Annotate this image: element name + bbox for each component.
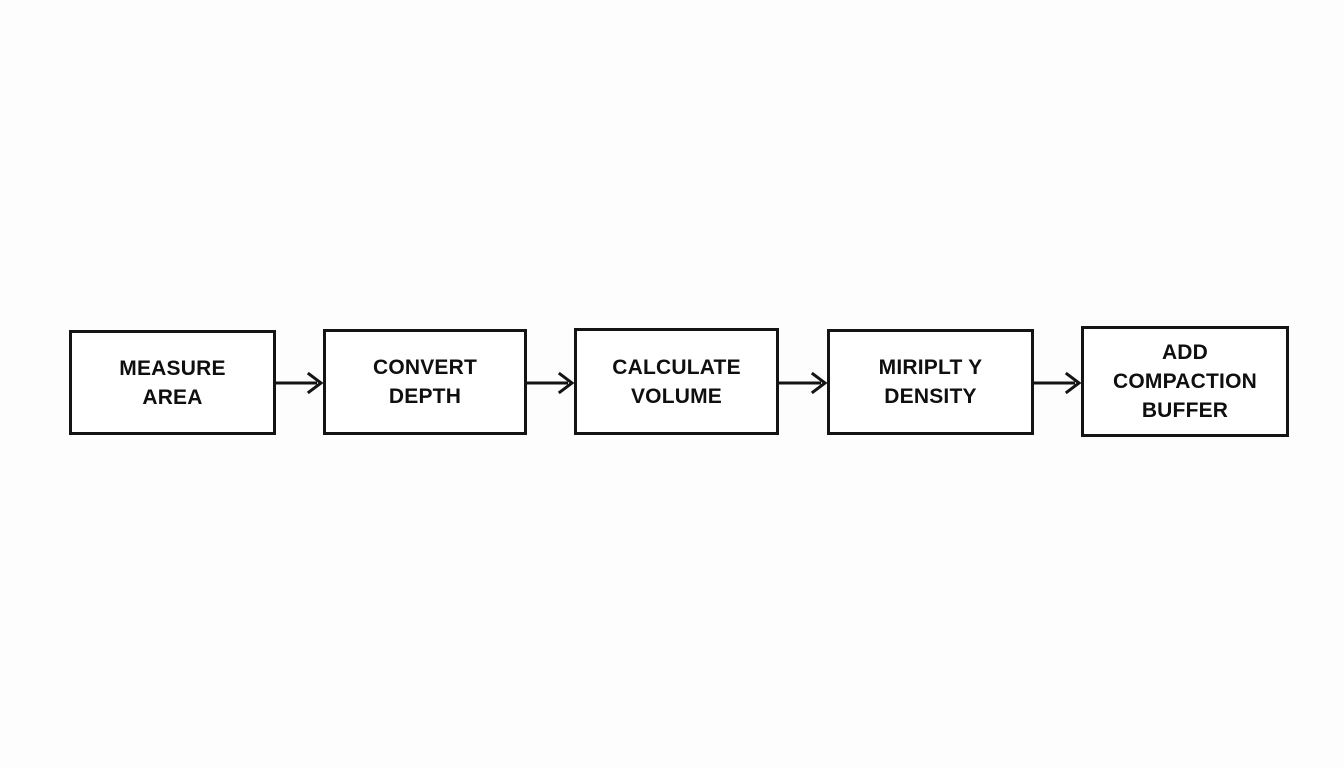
flow-node-label: MEASURE AREA: [119, 356, 226, 409]
flow-node-convert-depth[interactable]: CONVERT DEPTH: [323, 329, 527, 435]
flow-node-label: ADD COMPACTION BUFFER: [1113, 341, 1257, 422]
flow-node-add-compaction-buffer[interactable]: ADD COMPACTION BUFFER: [1081, 326, 1289, 437]
arrow-right-icon-4: [1034, 370, 1082, 396]
arrow-right-icon-1: [276, 370, 324, 396]
flow-node-measure-area[interactable]: MEASURE AREA: [69, 330, 276, 435]
arrow-right-icon-2: [527, 370, 575, 396]
flow-node-label: CALCULATE VOLUME: [612, 355, 741, 408]
flow-node-label: MIRIPLT Y DENSITY: [878, 356, 983, 408]
flow-node-label: CONVERT DEPTH: [372, 356, 478, 408]
arrow-right-icon-3: [779, 370, 828, 396]
flow-node-calculate-volume[interactable]: CALCULATE VOLUME: [574, 328, 779, 435]
flow-node-miriplt-y-density[interactable]: MIRIPLT Y DENSITY: [827, 329, 1034, 435]
